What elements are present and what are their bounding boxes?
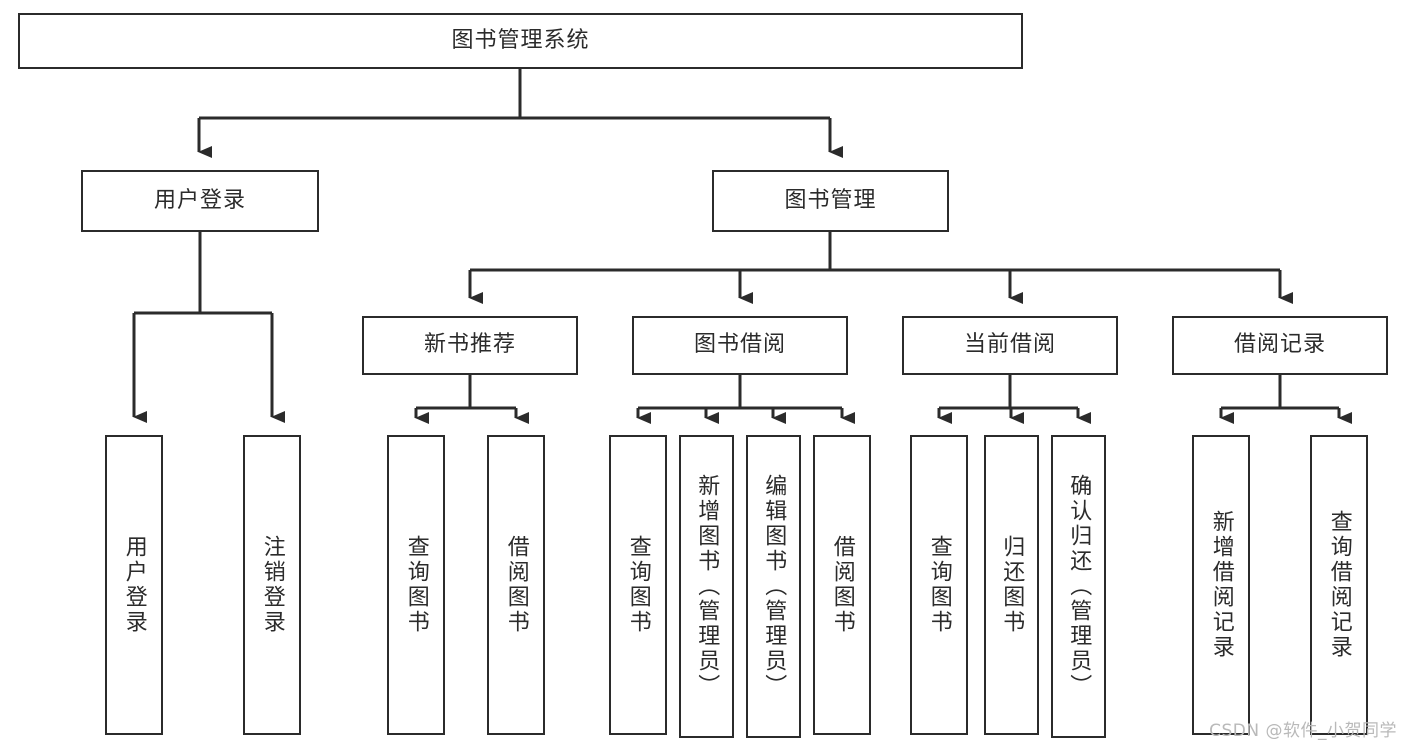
node-leaf-edit-book-admin[interactable]: 编辑图书（管理员）: [746, 435, 801, 738]
node-leaf-query-book-2[interactable]: 查询图书: [609, 435, 667, 735]
node-leaf-return-book-label: 归还图书: [999, 535, 1025, 635]
node-user-login[interactable]: 用户登录: [81, 170, 319, 232]
node-book-borrow[interactable]: 图书借阅: [632, 316, 848, 375]
node-leaf-query-borrow-record-label: 查询借阅记录: [1326, 510, 1352, 660]
node-leaf-confirm-return-admin-label: 确认归还（管理员）: [1066, 474, 1092, 699]
node-leaf-query-book-3-label: 查询图书: [926, 535, 952, 635]
node-leaf-logout[interactable]: 注销登录: [243, 435, 301, 735]
node-borrow-record-label: 借阅记录: [1233, 332, 1326, 358]
node-leaf-user-login-label: 用户登录: [121, 535, 147, 635]
node-leaf-edit-book-admin-label: 编辑图书（管理员）: [761, 474, 787, 699]
node-leaf-borrow-book-2[interactable]: 借阅图书: [813, 435, 871, 735]
node-current-borrow-label: 当前借阅: [963, 332, 1056, 358]
node-book-management[interactable]: 图书管理: [712, 170, 949, 232]
node-leaf-user-login[interactable]: 用户登录: [105, 435, 163, 735]
node-leaf-add-book-admin[interactable]: 新增图书（管理员）: [679, 435, 734, 738]
node-leaf-query-borrow-record[interactable]: 查询借阅记录: [1310, 435, 1368, 735]
node-leaf-query-book-1[interactable]: 查询图书: [387, 435, 445, 735]
csdn-watermark: CSDN @软件_小贺同学: [1209, 721, 1397, 741]
node-new-book-recommend-label: 新书推荐: [423, 332, 516, 358]
node-leaf-borrow-book-1-label: 借阅图书: [503, 535, 529, 635]
node-leaf-add-borrow-record-label: 新增借阅记录: [1208, 510, 1234, 660]
node-leaf-query-book-1-label: 查询图书: [403, 535, 429, 635]
node-new-book-recommend[interactable]: 新书推荐: [362, 316, 578, 375]
node-root-system[interactable]: 图书管理系统: [18, 13, 1023, 69]
node-leaf-return-book[interactable]: 归还图书: [984, 435, 1039, 735]
node-leaf-borrow-book-2-label: 借阅图书: [829, 535, 855, 635]
node-leaf-add-book-admin-label: 新增图书（管理员）: [694, 474, 720, 699]
node-book-borrow-label: 图书借阅: [693, 332, 786, 358]
node-book-management-label: 图书管理: [784, 187, 877, 213]
node-leaf-add-borrow-record[interactable]: 新增借阅记录: [1192, 435, 1250, 735]
node-user-login-label: 用户登录: [153, 187, 246, 213]
node-root-label: 图书管理系统: [451, 27, 590, 53]
node-current-borrow[interactable]: 当前借阅: [902, 316, 1118, 375]
node-leaf-confirm-return-admin[interactable]: 确认归还（管理员）: [1051, 435, 1106, 738]
node-borrow-record[interactable]: 借阅记录: [1172, 316, 1388, 375]
node-leaf-logout-label: 注销登录: [259, 535, 285, 635]
node-leaf-query-book-3[interactable]: 查询图书: [910, 435, 968, 735]
node-leaf-query-book-2-label: 查询图书: [625, 535, 651, 635]
node-leaf-borrow-book-1[interactable]: 借阅图书: [487, 435, 545, 735]
